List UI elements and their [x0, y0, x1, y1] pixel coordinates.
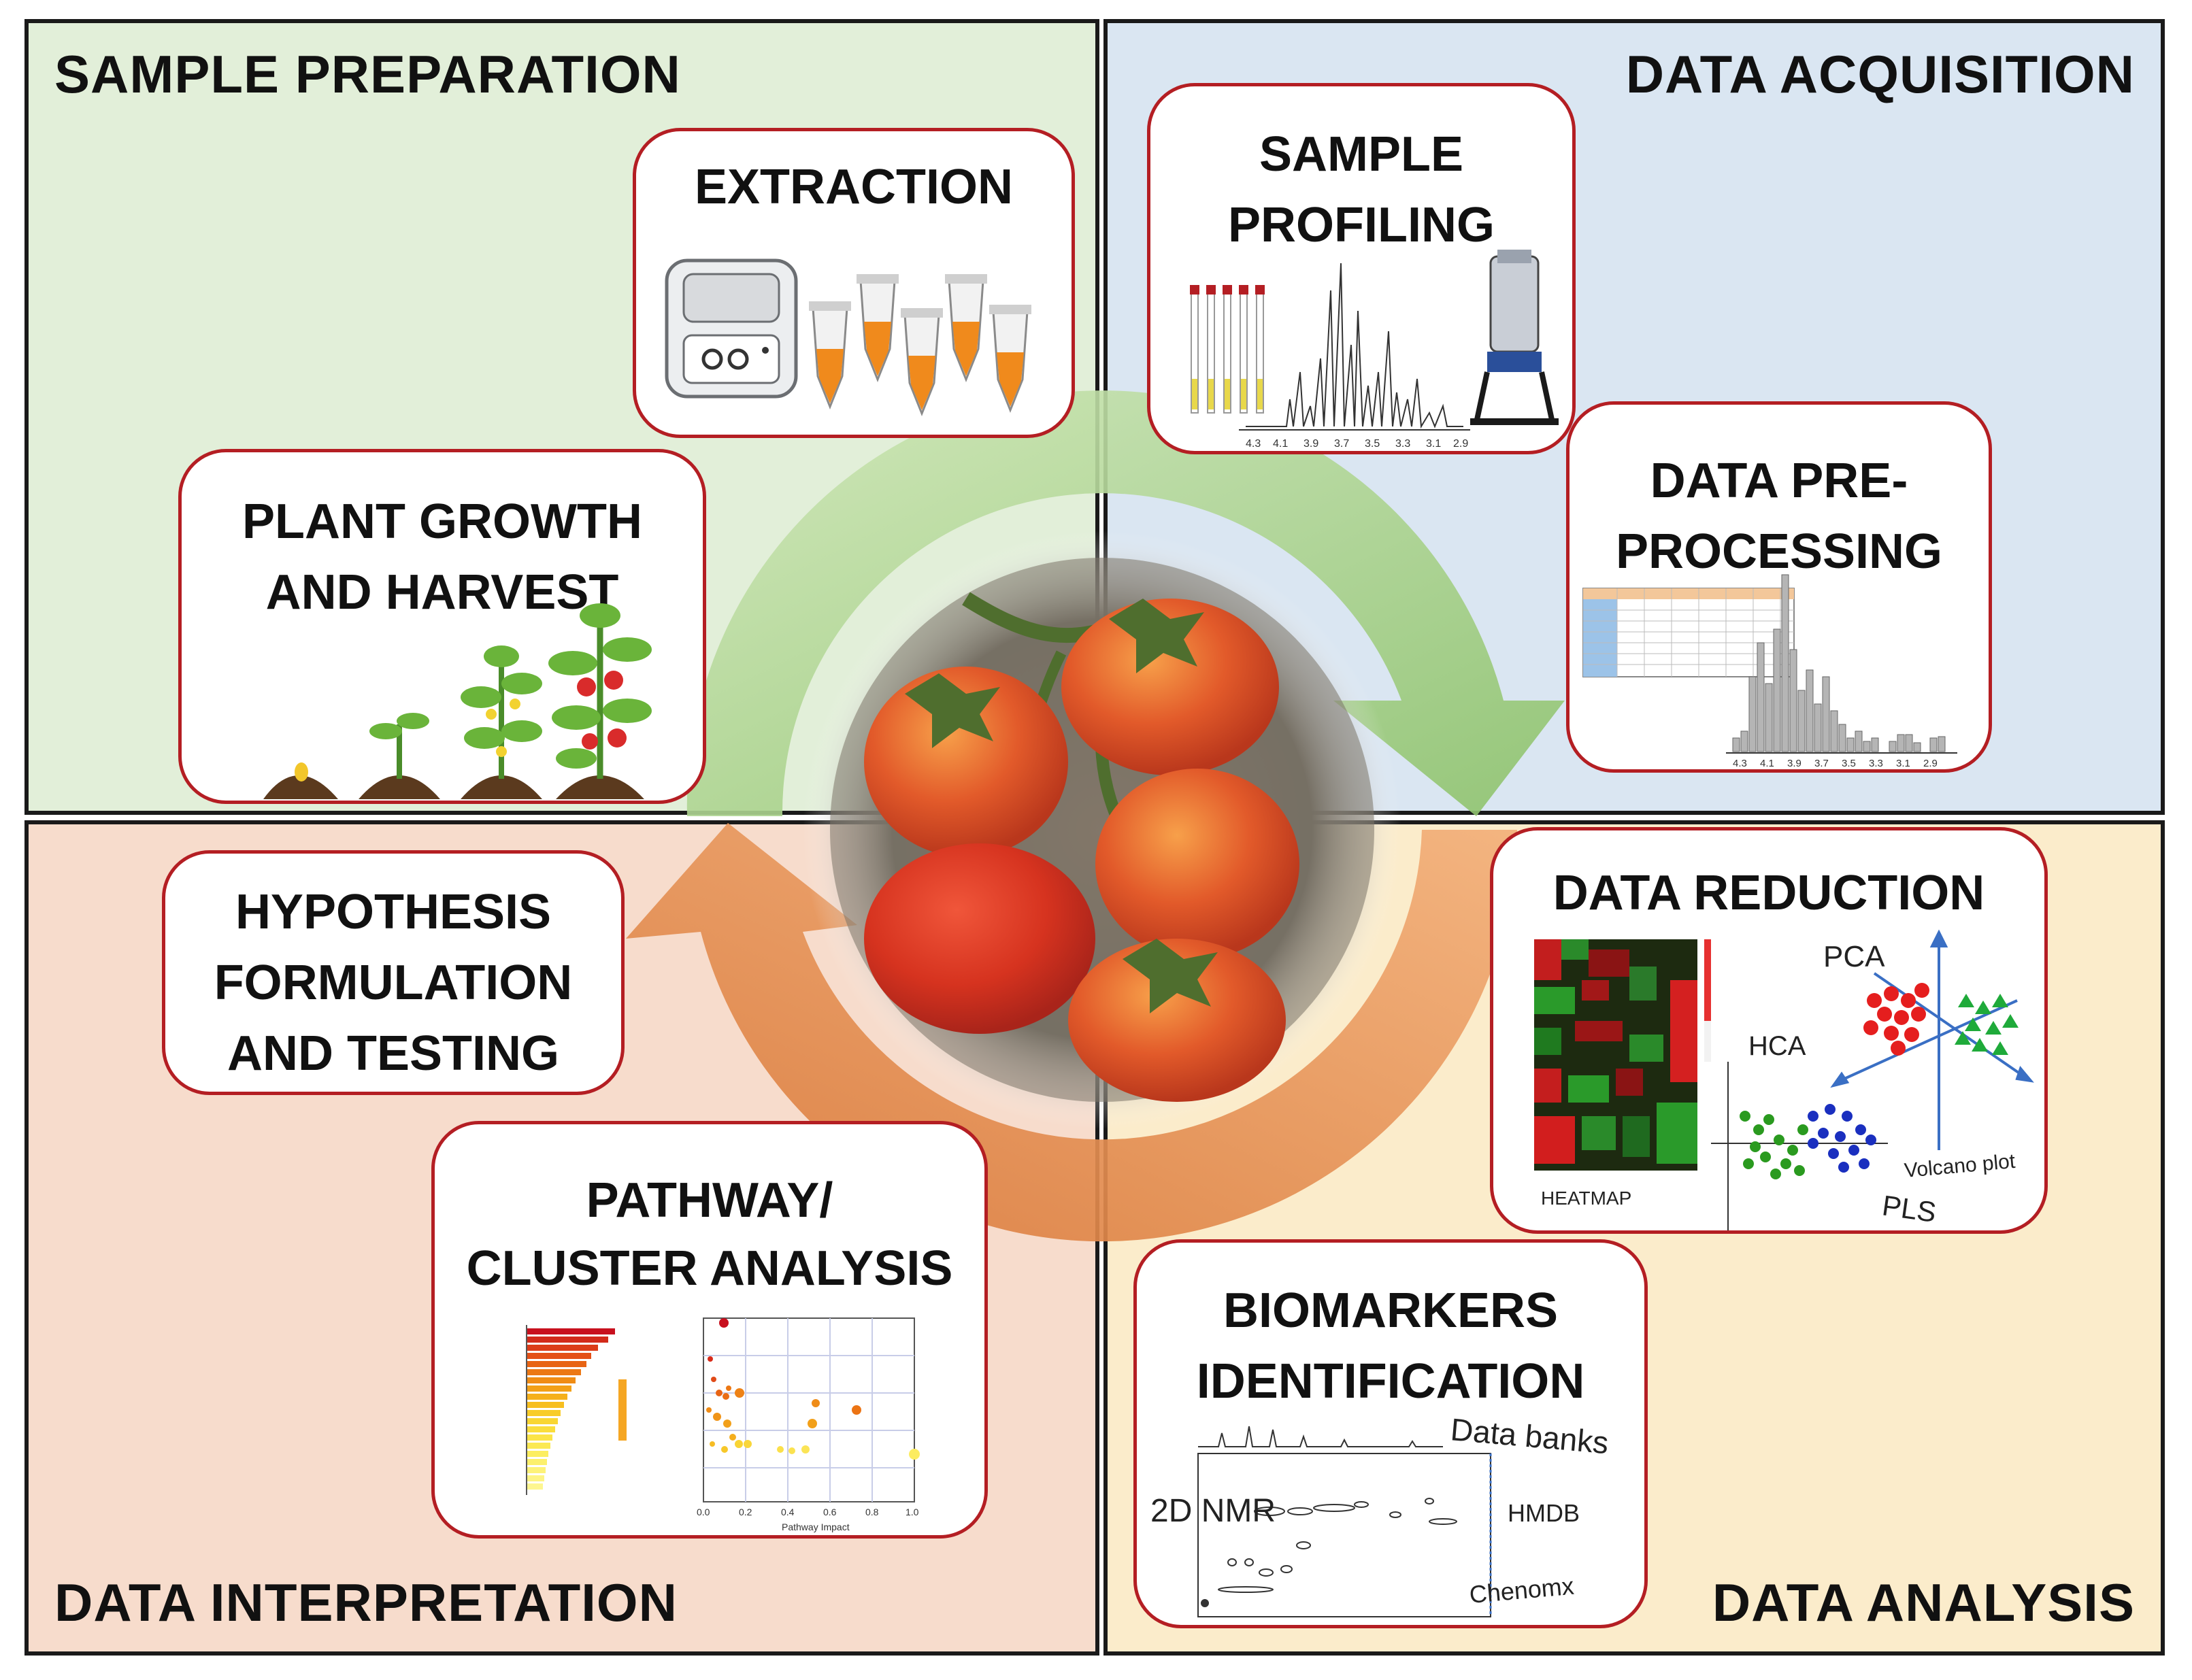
tube-icon [989, 305, 1031, 414]
sample-profiling-illustration: 4.3 4.1 3.9 3.7 3.5 3.3 3.1 2.9 [1190, 250, 1559, 450]
tick-label: 3.1 [1896, 758, 1910, 769]
box-extraction: EXTRACTION [633, 128, 1075, 438]
pca-label: PCA [1823, 940, 1885, 973]
tick-label: 2.9 [1453, 438, 1468, 450]
box-title: DATA REDUCTION [1552, 866, 1985, 920]
tick-label: 3.1 [1426, 438, 1441, 450]
enrichment-bar-chart [526, 1325, 627, 1495]
nmr-spectrum [1239, 263, 1470, 431]
heatmap-label: HEATMAP [1541, 1188, 1631, 1209]
box-title-line2: CLUSTER ANALYSIS [466, 1241, 953, 1296]
flowering-plant-icon [461, 645, 542, 779]
box-title-line1: DATA PRE- [1650, 454, 1908, 508]
tomato [1068, 939, 1286, 1102]
nmr-tube-icon [1190, 285, 1265, 414]
volcano-label: Volcano plot [1904, 1150, 2016, 1182]
pls-label: PLS [1880, 1189, 1938, 1228]
box-title-line2: IDENTIFICATION [1196, 1354, 1585, 1409]
box-title: EXTRACTION [695, 160, 1013, 214]
tick-label: 4.3 [1246, 438, 1261, 450]
heatmap [1534, 939, 1711, 1171]
box-pathway-analysis: PATHWAY/ CLUSTER ANALYSIS [431, 1121, 988, 1539]
hca-blue-points [1808, 1104, 1876, 1173]
box-title-line2: AND HARVEST [265, 565, 619, 620]
tick-label: 3.9 [1787, 758, 1801, 769]
quadrant-title: DATA INTERPRETATION [54, 1573, 678, 1632]
ppm-axis-ticks: 4.3 4.1 3.9 3.7 3.5 3.3 3.1 2.9 [1246, 438, 1468, 450]
xtick-label: 0.4 [781, 1507, 795, 1517]
box-title-line2: PROFILING [1228, 198, 1495, 252]
binned-spectrum [1726, 574, 1957, 754]
xtick-label: 0.6 [823, 1507, 837, 1517]
tomato [1061, 599, 1279, 775]
box-title-line1: HYPOTHESIS [235, 885, 552, 939]
tick-label: 3.5 [1842, 758, 1856, 769]
box-title-line2: PROCESSING [1615, 524, 1943, 579]
hmdb-label: HMDB [1508, 1499, 1580, 1527]
pathway-impact-plot: 0.0 0.2 0.4 0.6 0.8 1.0 Pathway Impact [697, 1317, 920, 1532]
tick-label: 3.7 [1814, 758, 1829, 769]
tick-label: 3.5 [1365, 438, 1380, 450]
biomarkers-illustration: 2D NMR Data banks HMDB Chenomx [1150, 1411, 1610, 1617]
fruiting-plant-icon [548, 603, 652, 779]
xtick-label: 0.0 [697, 1507, 710, 1517]
pca-green-cluster [1955, 994, 2019, 1055]
xtick-label: 1.0 [906, 1507, 919, 1517]
box-title-line2: FORMULATION [214, 956, 573, 1010]
nmr-spectrometer-icon [1470, 250, 1559, 425]
pathway-illustration: 0.0 0.2 0.4 0.6 0.8 1.0 Pathway Impact [526, 1317, 920, 1532]
box-hypothesis: HYPOTHESIS FORMULATION AND TESTING [162, 850, 625, 1095]
nmr-2d-peaks [1201, 1498, 1457, 1607]
hca-label: HCA [1748, 1031, 1806, 1061]
xtick-label: 0.2 [739, 1507, 752, 1517]
box-title-line3: AND TESTING [227, 1026, 559, 1081]
hca-green-points [1740, 1111, 1808, 1179]
tick-label: 3.3 [1395, 438, 1410, 450]
preprocessing-illustration: 4.3 4.1 3.9 3.7 3.5 3.3 3.1 2.9 [1582, 574, 1957, 769]
box-sample-profiling: SAMPLE PROFILING 4.3 4.1 3.9 3.7 3.5 3.3… [1147, 83, 1576, 454]
tick-label: 2.9 [1923, 758, 1938, 769]
quadrant-title: DATA ACQUISITION [1625, 44, 2135, 104]
plant-growth-illustration [263, 603, 652, 799]
xaxis-label: Pathway Impact [782, 1522, 850, 1532]
tick-label: 4.1 [1273, 438, 1288, 450]
tick-label: 3.3 [1869, 758, 1883, 769]
data-reduction-illustration: HEATMAP PCA HCA Volcano plot PLS [1534, 929, 2034, 1230]
tube-icon [809, 301, 851, 410]
tube-icon [857, 274, 899, 383]
tick-label: 3.9 [1303, 438, 1318, 450]
box-title-line1: PATHWAY/ [586, 1173, 833, 1228]
tick-label: 3.7 [1334, 438, 1349, 450]
tomato [864, 843, 1095, 1034]
extraction-illustration [665, 258, 1031, 417]
tomato [864, 667, 1068, 857]
box-title-line1: PLANT GROWTH [242, 494, 642, 549]
pca-red-cluster [1863, 983, 1929, 1056]
box-data-reduction: DATA REDUCTION HEATMAP PCA HCA Volcano p… [1490, 827, 2048, 1234]
tube-icon [901, 308, 943, 417]
box-title-line1: SAMPLE [1259, 127, 1464, 182]
box-title-line1: BIOMARKERS [1223, 1283, 1558, 1338]
quadrant-title: SAMPLE PREPARATION [54, 44, 681, 104]
box-biomarkers: BIOMARKERS IDENTIFICATION 2D NMR Data ba… [1133, 1239, 1648, 1628]
tube-icon [945, 274, 987, 383]
box-data-preprocessing: DATA PRE- PROCESSING 4.3 4.1 3.9 3.7 3.5… [1566, 401, 1992, 773]
nmr2d-label: 2D NMR [1150, 1493, 1276, 1529]
seed-icon [295, 762, 308, 782]
box-plant-growth: PLANT GROWTH AND HARVEST [178, 449, 706, 804]
tick-label: 4.3 [1733, 758, 1747, 769]
quadrant-title: DATA ANALYSIS [1712, 1573, 2135, 1632]
xtick-label: 0.8 [865, 1507, 879, 1517]
tick-label: 4.1 [1760, 758, 1774, 769]
tomato [1095, 769, 1299, 959]
sprout-icon [369, 713, 429, 779]
